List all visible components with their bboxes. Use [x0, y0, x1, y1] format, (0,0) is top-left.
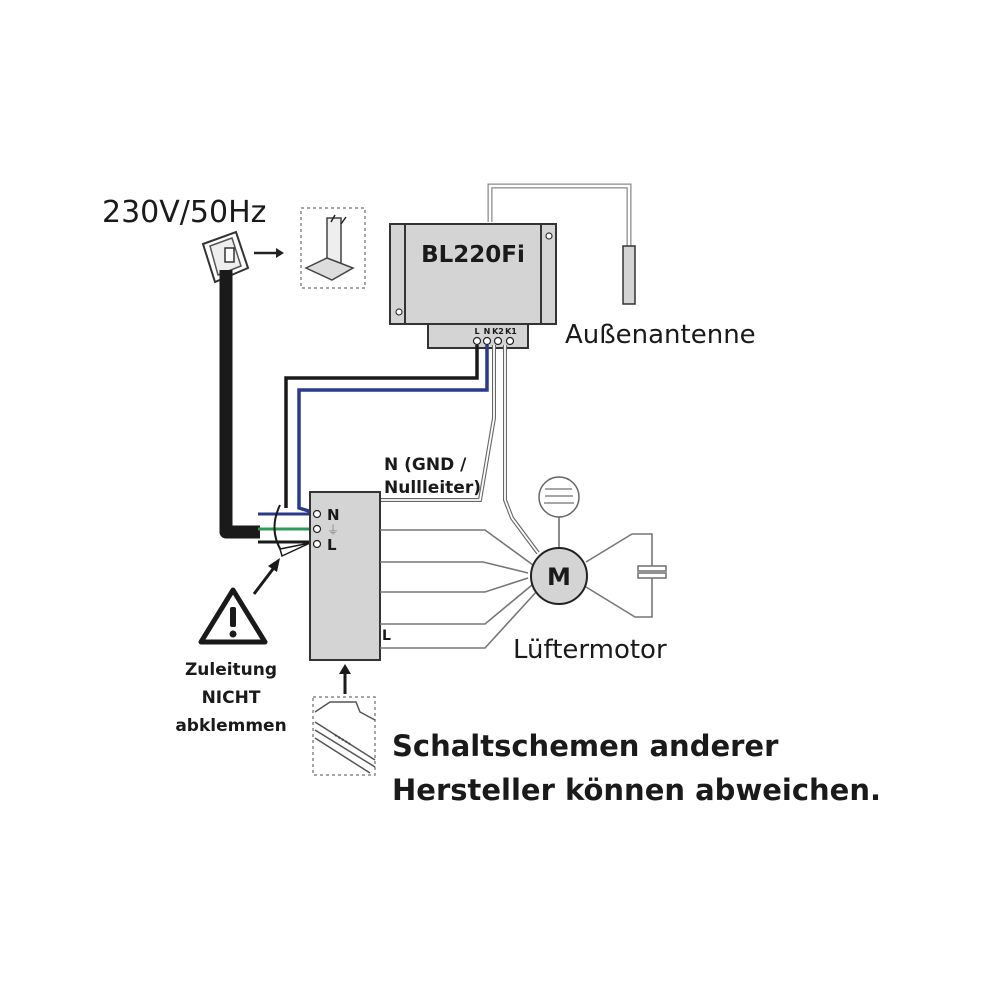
power-supply-label: 230V/50Hz: [102, 195, 266, 230]
hood-bottom-L: L: [382, 628, 391, 644]
chimney-hood-icon: [300, 207, 366, 289]
controller-model: BL220Fi: [421, 242, 525, 268]
terminal-L: L: [474, 327, 479, 336]
motor-label: Lüftermotor: [513, 635, 667, 665]
antenna-label: Außenantenne: [565, 320, 756, 350]
motor-wires: [380, 529, 539, 649]
hood-terminal-block: N ⏚ L L: [309, 491, 391, 661]
arrow-up-icon: [339, 664, 351, 694]
mains-wire-terminals: [258, 504, 312, 558]
terminal-K2: K2: [492, 327, 504, 336]
flat-hood-icon: [312, 696, 376, 776]
motor-symbol: M: [547, 563, 571, 591]
lamp-icon: [538, 476, 580, 548]
arrow-right-icon: [254, 248, 284, 258]
neutral-label-line2: Nullleiter): [384, 478, 481, 498]
capacitor-icon: [585, 533, 667, 618]
antenna-rod-icon: [622, 245, 636, 305]
warning-line2: NICHT: [202, 688, 261, 708]
hood-terminal-N: N: [327, 506, 340, 524]
ground-symbol-icon: ⏚: [327, 523, 339, 537]
disclaimer-line1: Schaltschemen anderer: [392, 729, 779, 763]
warning-arrow-icon: [252, 558, 280, 595]
warning-triangle-icon: [198, 587, 268, 645]
neutral-label-line1: N (GND /: [384, 455, 467, 475]
motor-icon: M: [530, 547, 588, 605]
warning-line3: abklemmen: [175, 716, 286, 736]
controller-box: BL220Fi L N K2 K1: [389, 223, 557, 349]
terminal-K1: K1: [505, 327, 517, 336]
mains-cable: [219, 270, 260, 539]
hood-terminal-L: L: [327, 536, 337, 554]
wall-socket-icon: [201, 230, 250, 284]
disclaimer-line2: Hersteller können abweichen.: [392, 773, 881, 807]
warning-line1: Zuleitung: [185, 660, 277, 680]
terminal-N: N: [484, 327, 491, 336]
